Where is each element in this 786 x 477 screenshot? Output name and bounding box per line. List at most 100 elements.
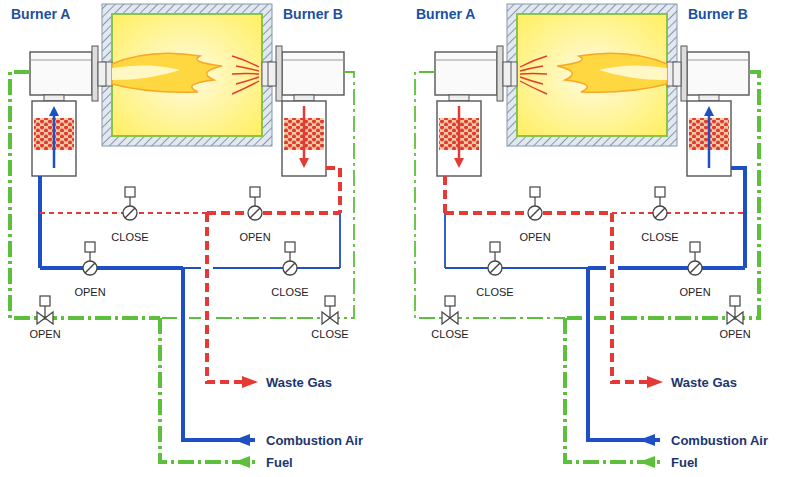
butterfly-valve — [653, 187, 667, 220]
butterfly-valve — [248, 187, 262, 220]
valve-state: CLOSE — [110, 231, 149, 244]
flow-name: Fuel — [266, 456, 293, 469]
exhaust-flow — [232, 56, 259, 67]
butterfly-valve — [688, 242, 702, 275]
valve-state: OPEN — [718, 328, 751, 341]
flame-group — [520, 53, 667, 94]
butterfly-valve — [528, 187, 542, 220]
flow-arrowhead — [242, 376, 258, 388]
valve-state: CLOSE — [270, 286, 309, 299]
flow-arrowhead — [647, 376, 663, 388]
flow-arrowhead — [639, 434, 655, 446]
air-pipe — [38, 213, 42, 268]
flow-arrow — [704, 106, 714, 168]
burner-panel — [10, 4, 354, 468]
flow-arrow — [454, 106, 464, 168]
regenerator-neck — [294, 95, 314, 101]
exhaust-flow — [236, 66, 259, 71]
burner-name: Burner A — [416, 6, 478, 22]
fuel-pipe — [160, 318, 255, 462]
burner-nose — [673, 62, 681, 86]
burner-detail — [282, 60, 344, 61]
fuel-pipe — [565, 318, 660, 462]
exhaust-flow — [520, 81, 547, 94]
air-pipe — [588, 268, 660, 440]
air-pipe — [339, 213, 341, 268]
gate-valve — [322, 296, 338, 324]
air-pipe — [731, 168, 745, 213]
flame — [557, 53, 667, 92]
regenerator — [32, 101, 76, 176]
flame-core — [599, 65, 667, 80]
furnace-chamber — [517, 14, 667, 136]
flow-arrowhead — [234, 456, 250, 468]
flame-group — [112, 53, 259, 94]
air-pipe — [38, 176, 42, 213]
valve-state: CLOSE — [640, 231, 679, 244]
waste-pipe — [326, 168, 340, 213]
burner-body — [435, 52, 497, 95]
flame-core — [112, 65, 180, 80]
valve-state: OPEN — [238, 231, 271, 244]
regenerator-neck — [44, 95, 64, 101]
burner-detail — [30, 60, 92, 61]
burner-detail — [687, 60, 749, 61]
butterfly-valve — [488, 242, 502, 275]
waste-pipe — [443, 176, 447, 213]
butterfly-valve — [123, 187, 137, 220]
flow-name: Fuel — [671, 456, 698, 469]
valve-state: OPEN — [73, 286, 106, 299]
waste-pipe — [207, 211, 340, 215]
burner-body — [282, 52, 344, 95]
burner-flange — [92, 46, 98, 101]
air-pipe — [183, 268, 255, 440]
burner-nose — [503, 62, 511, 86]
furnace-wall — [102, 4, 272, 146]
burner-body — [30, 52, 92, 95]
gate-valve — [442, 296, 458, 324]
exhaust-flow — [520, 66, 543, 71]
exhaust-flow — [520, 73, 547, 75]
burner-flange — [681, 46, 687, 101]
fuel-pipe — [565, 72, 759, 318]
burner-detail — [435, 60, 497, 61]
flow-arrow — [49, 106, 59, 168]
air-pipe — [40, 266, 183, 270]
valve-state: OPEN — [518, 231, 551, 244]
burner-nose — [268, 62, 276, 86]
burner-body — [687, 52, 749, 95]
fuel-pipe — [415, 72, 565, 318]
air-pipe — [444, 213, 446, 268]
fuel-pipe — [160, 72, 354, 318]
flow-name: Waste Gas — [671, 376, 737, 389]
burner-name: Burner B — [283, 6, 345, 22]
flame — [112, 53, 222, 92]
exhaust-flow — [232, 81, 259, 94]
burner-flange — [497, 46, 503, 101]
flow-arrowhead — [234, 434, 250, 446]
flow-name: Waste Gas — [266, 376, 332, 389]
gate-valve — [37, 296, 53, 324]
valve-state: OPEN — [28, 328, 61, 341]
burner: Burner A — [8, 5, 76, 23]
regenerator — [687, 101, 731, 176]
air-pipe — [445, 267, 588, 269]
butterfly-valve — [283, 242, 297, 275]
flow-name: Combustion Air — [266, 434, 363, 447]
regenerator — [282, 101, 326, 176]
burner: Burner B — [280, 5, 348, 23]
fuel-pipe — [10, 72, 160, 318]
valve-state: CLOSE — [430, 328, 469, 341]
furnace-wall — [507, 4, 677, 146]
valve-state: OPEN — [678, 286, 711, 299]
valve-state: CLOSE — [310, 328, 349, 341]
flow-arrow — [299, 106, 309, 168]
regenerator-neck — [699, 95, 719, 101]
butterfly-valve — [83, 242, 97, 275]
exhaust-flow — [520, 56, 547, 67]
burner-name: Burner B — [688, 6, 750, 22]
burner-nose — [98, 62, 106, 86]
burner-flange — [276, 46, 282, 101]
waste-pipe — [612, 212, 745, 214]
burner-panel — [415, 4, 759, 468]
